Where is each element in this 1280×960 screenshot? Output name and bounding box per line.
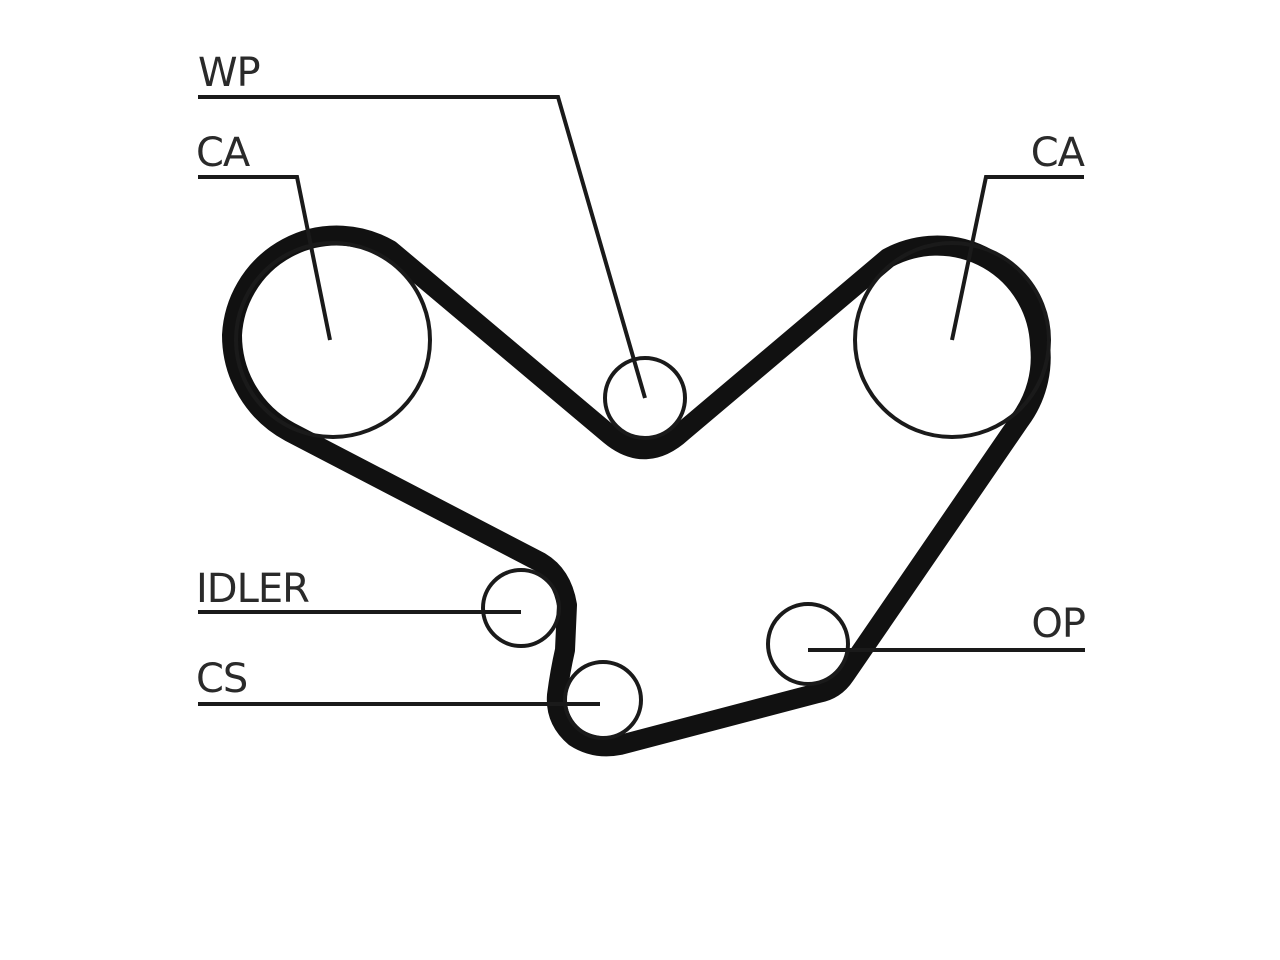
camshaft-right-pulley [853,241,1051,439]
ca-right-leader-line [950,175,1084,341]
idler-label: IDLER [196,566,309,612]
crankshaft-pulley [563,660,643,740]
ca-left-leader-line [198,175,332,341]
wp-label: WP [198,50,260,96]
camshaft-left-pulley [234,241,432,439]
ca-left-label: CA [196,130,251,176]
wp-leader-line [198,95,647,399]
ca-right-label: CA [1031,130,1086,176]
idler-pulley [481,568,561,648]
oil-pump-pulley [766,602,850,686]
cs-label: CS [196,656,247,702]
op-label: OP [1031,601,1085,647]
timing-belt [221,225,1051,757]
water-pump-pulley [603,356,687,440]
